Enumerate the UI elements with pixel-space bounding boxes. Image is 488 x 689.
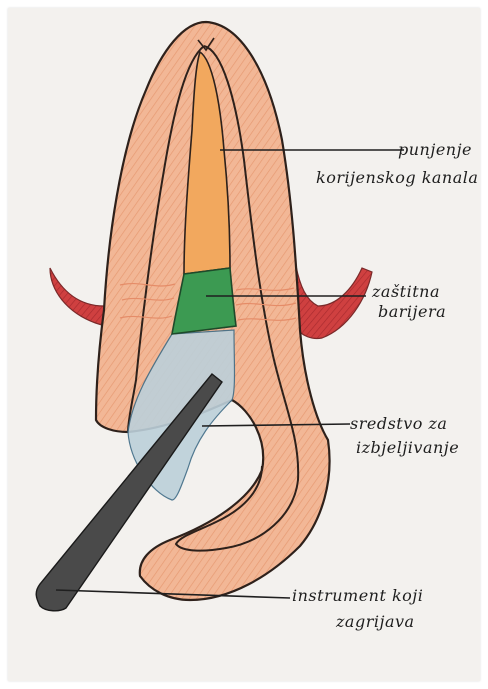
label-canal-filling-line1: punjenje [398,140,472,160]
label-canal-filling-line2: korijenskog kanala [316,168,478,188]
label-whitening-agent-line1: sredstvo za [350,414,447,434]
gum-right [296,266,372,339]
label-whitening-agent-line2: izbjeljivanje [356,438,459,458]
label-barrier-line2: barijera [378,302,446,322]
label-instrument-line2: zagrijava [336,612,415,632]
label-instrument-line1: instrument koji [292,586,423,606]
label-barrier-line1: zaštitna [372,282,440,302]
leader-whitening-agent [202,424,350,426]
